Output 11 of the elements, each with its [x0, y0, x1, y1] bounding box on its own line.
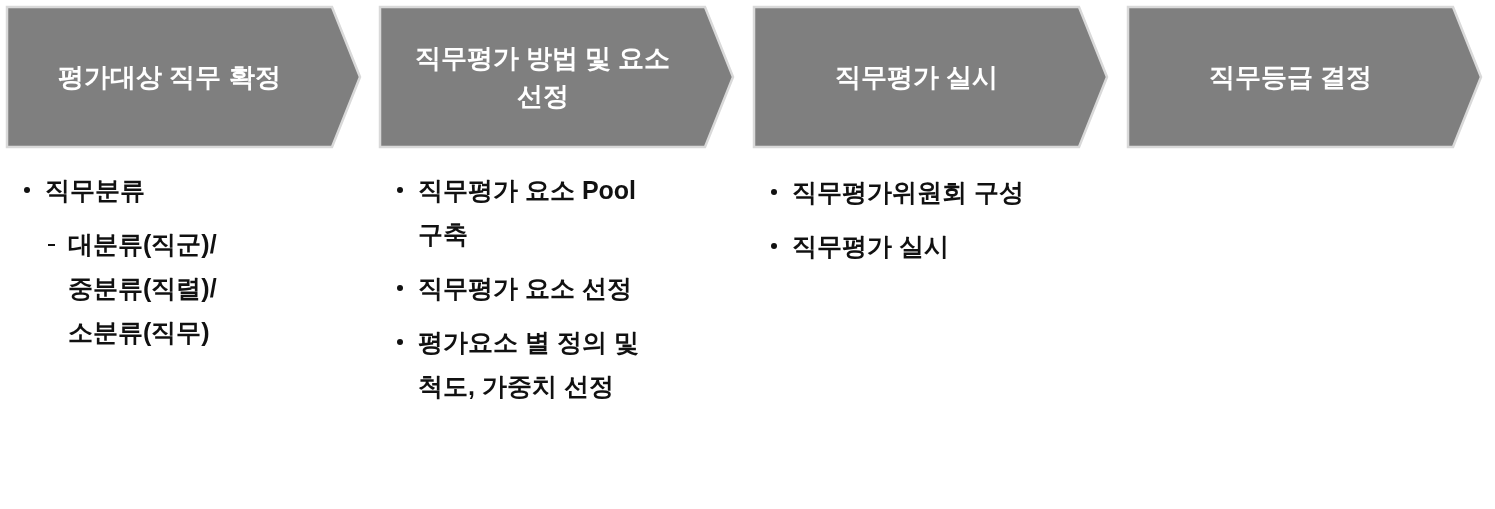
bullet-text: 직무평가 실시	[792, 231, 950, 262]
bullet-text: 직무평가 요소 Pool 구축	[418, 175, 638, 250]
bullet-text: 직무평가 요소 선정	[418, 273, 633, 304]
step-title: 직무평가 방법 및 요소 선정	[413, 42, 672, 113]
bullet-text: 평가요소 별 정의 및 척도, 가중치 선정	[418, 327, 640, 402]
step-title: 직무등급 결정	[1208, 61, 1373, 94]
step-title: 직무평가 실시	[834, 61, 999, 94]
step-title: 평가대상 직무 확정	[58, 61, 281, 94]
bullet-text: 대분류(직군)/ 중분류(직렬)/ 소분류(직무)	[68, 229, 218, 348]
bullet-text: 직무분류	[45, 175, 146, 206]
bullet-text: 직무평가위원회 구성	[792, 177, 1025, 208]
